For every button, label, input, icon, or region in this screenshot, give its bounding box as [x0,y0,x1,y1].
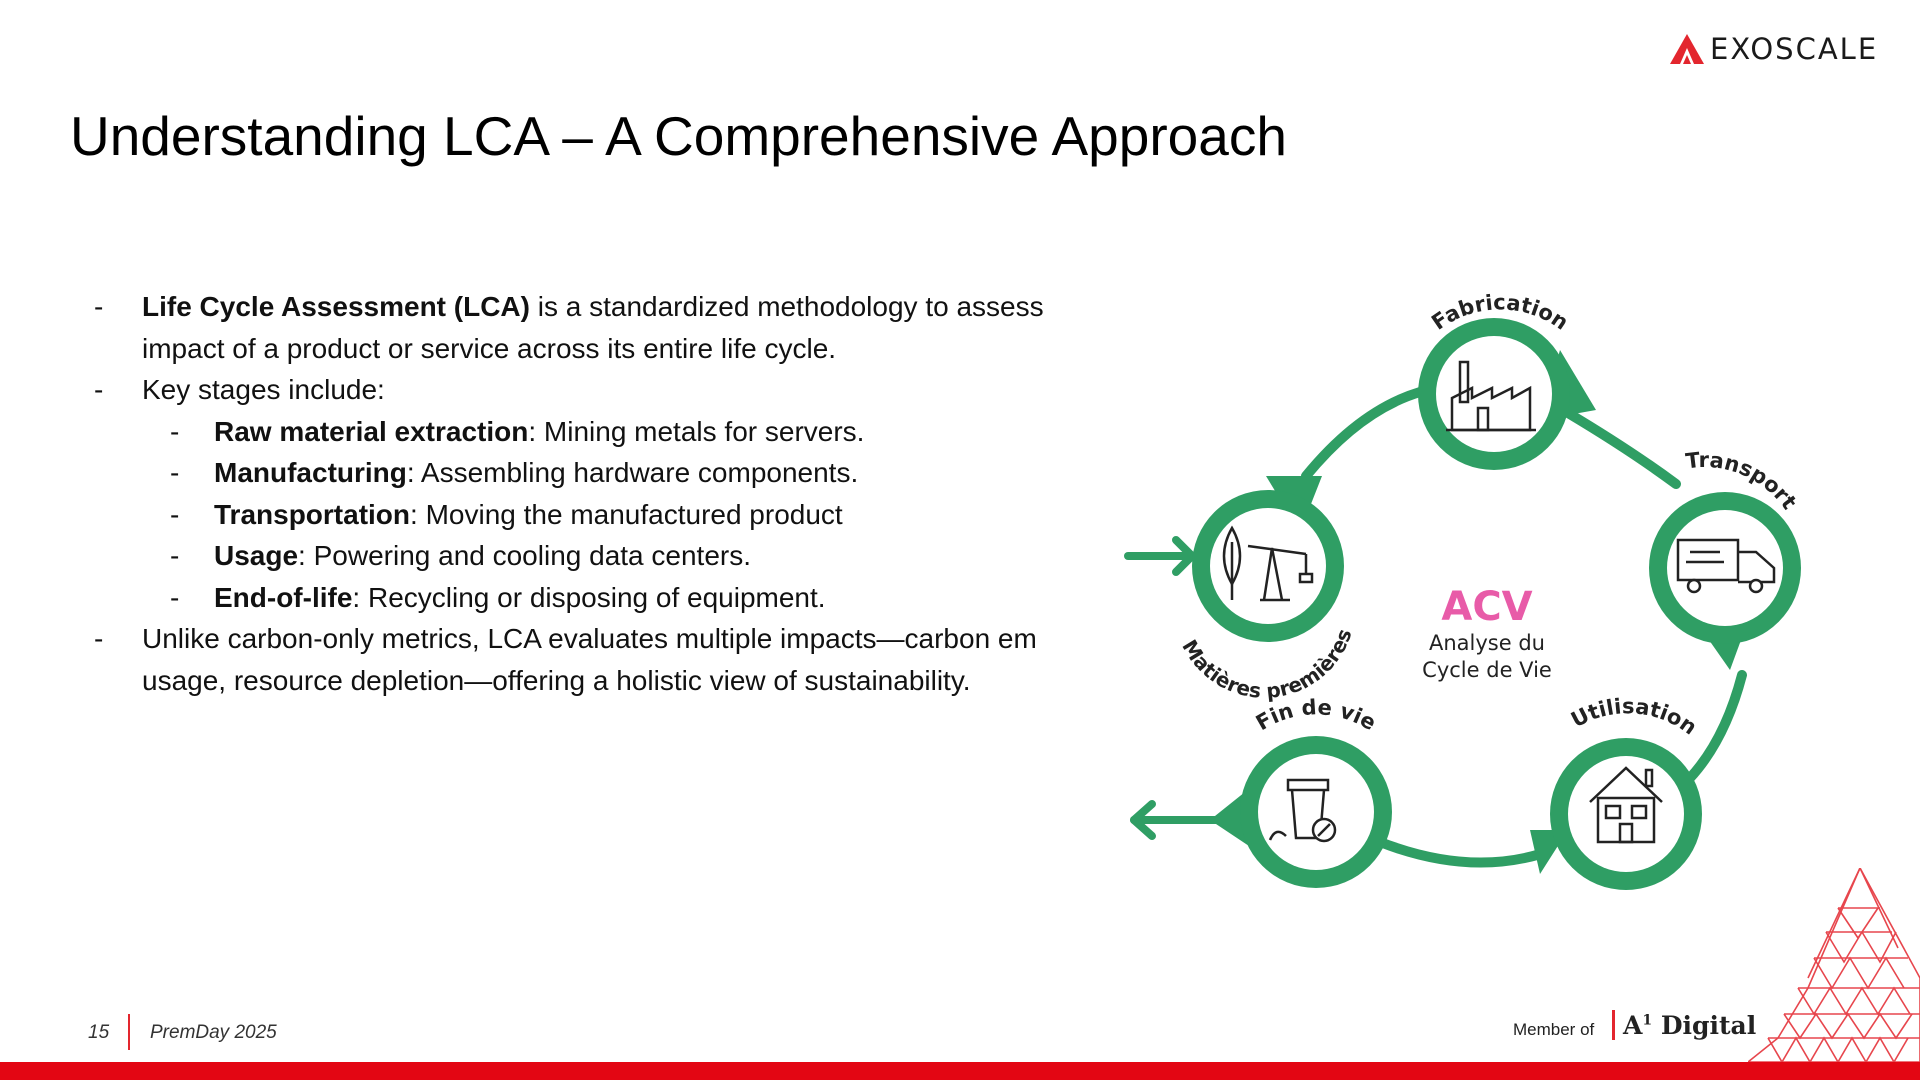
exoscale-mark-icon [1670,34,1704,64]
node-transport [1649,492,1801,670]
node-matieres-premieres [1192,476,1344,642]
lca-term: Life Cycle Assessment (LCA) [142,291,530,322]
a1-digital-logo: A1 Digital [1612,1010,1756,1040]
house-icon [1589,766,1663,844]
list-item-continuation: impact of a product or service across it… [142,332,837,364]
diagram-center-line2: Cycle de Vie [1422,658,1552,682]
recycling-bin-icon [1268,778,1337,843]
stage-item: -Transportation: Moving the manufactured… [170,498,843,530]
list-item: -Unlike carbon-only metrics, LCA evaluat… [94,623,1037,654]
brand-name: EXOSCALE [1710,32,1879,66]
factory-icon [1446,360,1536,432]
list-item-continuation: usage, resource depletion—offering a hol… [142,664,971,696]
page-title: Understanding LCA – A Comprehensive Appr… [70,105,1287,167]
bullet-list: -Life Cycle Assessment (LCA) is a standa… [88,286,1088,701]
lca-cycle-diagram: Fabrication Transport Utilisation Fin de… [1124,290,1801,890]
truck-icon [1676,538,1776,594]
cycle-ring [1301,387,1747,868]
member-of-label: Member of [1513,1020,1595,1039]
diagram-center-line1: Analyse du [1429,631,1545,655]
slide-number: 15 [88,1022,110,1043]
entry-arrow-icon [1124,536,1196,576]
node-utilisation [1530,738,1702,890]
event-name: PremDay 2025 [150,1022,277,1043]
stage-item: -Usage: Powering and cooling data center… [170,540,751,571]
list-item: -Key stages include: [94,374,385,405]
bottom-brand-bar [0,1062,1920,1080]
stage-item: -Manufacturing: Assembling hardware comp… [170,457,859,488]
stage-label-utilisation: Utilisation [1567,694,1701,739]
exit-arrow-icon [1130,800,1220,840]
node-fabrication [1418,318,1596,470]
a1-bar [1612,1010,1615,1040]
stage-item: -End-of-life: Recycling or disposing of … [170,581,826,613]
diagram-center-title: ACV [1441,584,1532,630]
exoscale-logo: EXOSCALE [1670,32,1878,66]
node-fin-de-vie [1210,736,1392,888]
stage-item: -Raw material extraction: Mining metals … [170,415,865,447]
footer-divider [128,1014,130,1050]
tree-oil-pump-icon [1222,525,1314,602]
list-item: -Life Cycle Assessment (LCA) is a standa… [94,291,1044,322]
triangle-pattern-decoration [1748,868,1920,1062]
